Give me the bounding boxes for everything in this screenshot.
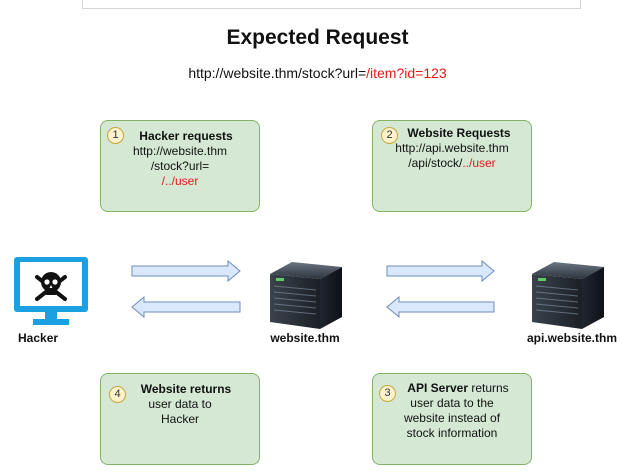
step-2-line-2: /api/stock/../user: [373, 156, 531, 171]
step-1-heading: Hacker requests: [139, 129, 233, 143]
step-2-line-1: http://api.website.thm: [395, 141, 509, 155]
url-base: http://website.thm/stock?url=: [188, 65, 367, 81]
step-1-line-1: http://website.thm: [132, 144, 228, 158]
step-3-line-3: stock information: [406, 426, 498, 440]
step-4-heading: Website returns: [140, 382, 232, 396]
step-1-box: 1 Hacker requests http://website.thm /st…: [100, 120, 260, 212]
hacker-label: Hacker: [18, 331, 59, 345]
step-3-number: 3: [379, 385, 396, 402]
step-2-box: 2 Website Requests http://api.website.th…: [372, 120, 532, 212]
arrow-hacker-to-website: [131, 259, 241, 283]
step-4-box: 4 Website returns user data to Hacker: [100, 373, 260, 465]
arrow-api-to-website: [386, 295, 495, 319]
skull-monitor-icon: [14, 257, 88, 325]
website-label: website.thm: [270, 331, 340, 345]
step-3-line-2: website instead of: [403, 411, 501, 425]
step-3-heading-line: API Server returns: [385, 381, 531, 396]
skull-icon: [35, 272, 67, 301]
step-4-line-2: Hacker: [160, 412, 199, 426]
step-1-number: 1: [107, 127, 124, 144]
step-4-number: 4: [109, 386, 126, 403]
step-3-line-1: user data to the: [410, 396, 494, 410]
arrow-website-to-api: [386, 259, 495, 283]
step-2-heading: Website Requests: [407, 126, 511, 140]
diagram-title: Expected Request: [226, 26, 409, 49]
expected-url: http://website.thm/stock?url=/item?id=12…: [0, 65, 635, 81]
step-2-number: 2: [381, 127, 398, 144]
step-4-line-1: user data to: [148, 397, 212, 411]
step-1-line-2: /stock?url=: [150, 159, 210, 173]
arrow-website-to-hacker: [131, 295, 241, 319]
step-1-red: /../user: [161, 174, 199, 188]
api-label: api.website.thm: [526, 331, 618, 345]
step-2-red: ../user: [462, 156, 496, 170]
url-param: /item?id=123: [366, 65, 447, 81]
top-panel-edge: [82, 0, 581, 9]
server-icon: [269, 261, 343, 330]
server-icon: [531, 261, 605, 330]
step-3-box: 3 API Server returns user data to the we…: [372, 373, 532, 465]
step-2-line-2-text: /api/stock/: [408, 156, 463, 170]
step-3-heading: API Server: [407, 381, 468, 395]
step-3-heading-rest: returns: [468, 381, 509, 395]
